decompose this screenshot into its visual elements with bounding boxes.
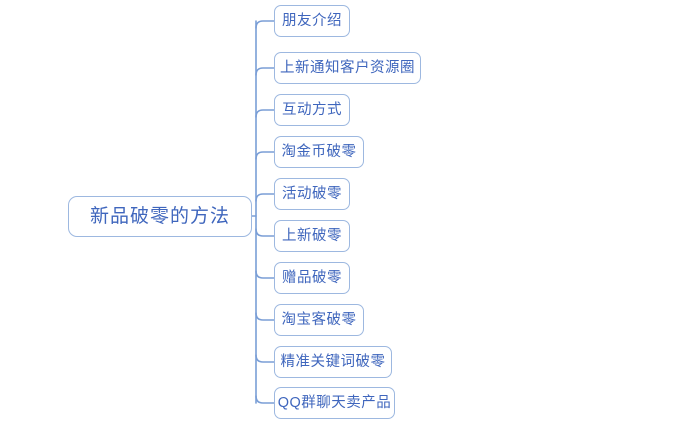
branch-connector-1 [255, 20, 275, 29]
child-node-5[interactable]: 活动破零 [274, 178, 350, 210]
child-node-label: 上新破零 [282, 227, 342, 244]
child-node-8[interactable]: 淘宝客破零 [274, 304, 364, 336]
root-node[interactable]: 新品破零的方法 [68, 196, 252, 237]
root-node-label: 新品破零的方法 [89, 206, 230, 227]
child-node-9[interactable]: 精准关键词破零 [274, 346, 392, 378]
child-node-label: 淘金币破零 [281, 143, 357, 160]
child-node-label: 精准关键词破零 [280, 353, 386, 370]
child-node-6[interactable]: 上新破零 [274, 220, 350, 252]
branch-connector-4 [255, 151, 275, 160]
child-node-label: 活动破零 [282, 185, 342, 202]
child-node-1[interactable]: 朋友介绍 [274, 5, 350, 37]
branch-connector-3 [255, 109, 275, 118]
child-node-label: 朋友介绍 [282, 12, 342, 29]
child-node-10[interactable]: QQ群聊天卖产品 [274, 387, 395, 419]
child-node-label: 淘宝客破零 [281, 311, 357, 328]
branch-connector-8 [255, 312, 275, 321]
child-node-2[interactable]: 上新通知客户资源圈 [274, 52, 421, 84]
branch-connector-5 [255, 193, 275, 202]
branch-connector-6 [255, 228, 275, 237]
branch-connector-2 [255, 67, 275, 76]
branch-connector-9 [255, 354, 275, 363]
child-node-4[interactable]: 淘金币破零 [274, 136, 364, 168]
branch-connector-10 [255, 395, 275, 404]
child-node-label: 上新通知客户资源圈 [280, 59, 415, 76]
child-node-label: QQ群聊天卖产品 [277, 394, 392, 411]
child-node-7[interactable]: 赠品破零 [274, 262, 350, 294]
child-node-3[interactable]: 互动方式 [274, 94, 350, 126]
child-node-label: 赠品破零 [282, 269, 342, 286]
branch-connector-7 [255, 270, 275, 279]
child-node-label: 互动方式 [282, 101, 342, 118]
